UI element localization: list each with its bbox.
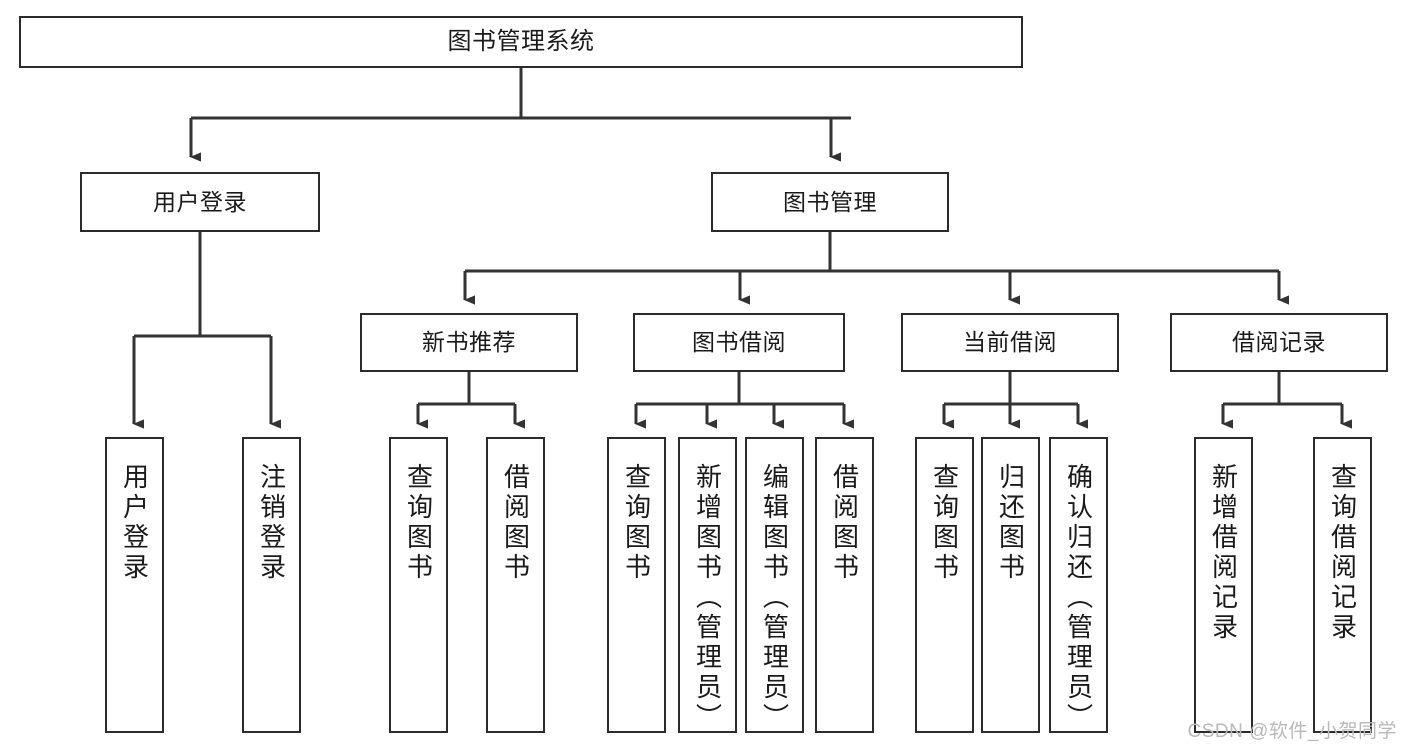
- leaf-borrow-borrow-book[interactable]: 借阅图书: [815, 437, 874, 733]
- watermark-text: CSDN @软件_小贺同学: [1187, 721, 1397, 742]
- node-label: 归还图书: [995, 463, 1026, 583]
- node-label: 用户登录: [119, 463, 150, 583]
- node-new-book-recommend[interactable]: 新书推荐: [360, 313, 578, 372]
- node-label: 新书推荐: [422, 329, 516, 356]
- node-label: 图书管理系统: [447, 28, 595, 56]
- node-user-login[interactable]: 用户登录: [80, 172, 320, 232]
- leaf-borrow-add-book-admin[interactable]: 新增图书（管理员）: [678, 437, 737, 733]
- leaf-borrow-query-book[interactable]: 查询图书: [607, 437, 666, 733]
- node-label: 当前借阅: [963, 329, 1057, 356]
- leaf-user-login[interactable]: 用户登录: [105, 437, 164, 733]
- node-label: 查询图书: [929, 463, 960, 583]
- leaf-current-confirm-return-admin[interactable]: 确认归还（管理员）: [1049, 437, 1108, 733]
- node-root-system[interactable]: 图书管理系统: [19, 16, 1023, 68]
- node-book-management[interactable]: 图书管理: [711, 172, 949, 232]
- node-label: 借阅记录: [1232, 329, 1326, 356]
- leaf-record-query-borrow-record[interactable]: 查询借阅记录: [1313, 437, 1372, 733]
- leaf-record-add-borrow-record[interactable]: 新增借阅记录: [1194, 437, 1253, 733]
- leaf-current-query-book[interactable]: 查询图书: [915, 437, 974, 733]
- node-label: 图书管理: [783, 188, 877, 215]
- node-label: 借阅图书: [829, 463, 860, 583]
- node-current-borrow[interactable]: 当前借阅: [901, 313, 1119, 372]
- node-label: 确认归还（管理员）: [1063, 463, 1094, 733]
- node-label: 新增借阅记录: [1208, 463, 1239, 643]
- node-label: 查询图书: [621, 463, 652, 583]
- node-label: 借阅图书: [500, 463, 531, 583]
- node-label: 用户登录: [153, 188, 247, 215]
- leaf-recommend-query-book[interactable]: 查询图书: [389, 437, 448, 733]
- leaf-user-logout[interactable]: 注销登录: [242, 437, 301, 733]
- node-label: 编辑图书（管理员）: [759, 463, 790, 733]
- node-label: 图书借阅: [692, 329, 786, 356]
- node-label: 查询图书: [403, 463, 434, 583]
- node-label: 查询借阅记录: [1327, 463, 1358, 643]
- node-borrow-record[interactable]: 借阅记录: [1170, 313, 1388, 372]
- node-book-borrow[interactable]: 图书借阅: [633, 313, 845, 372]
- leaf-current-return-book[interactable]: 归还图书: [981, 437, 1040, 733]
- node-label: 注销登录: [256, 463, 287, 583]
- leaf-borrow-edit-book-admin[interactable]: 编辑图书（管理员）: [745, 437, 804, 733]
- leaf-recommend-borrow-book[interactable]: 借阅图书: [486, 437, 545, 733]
- node-label: 新增图书（管理员）: [692, 463, 723, 733]
